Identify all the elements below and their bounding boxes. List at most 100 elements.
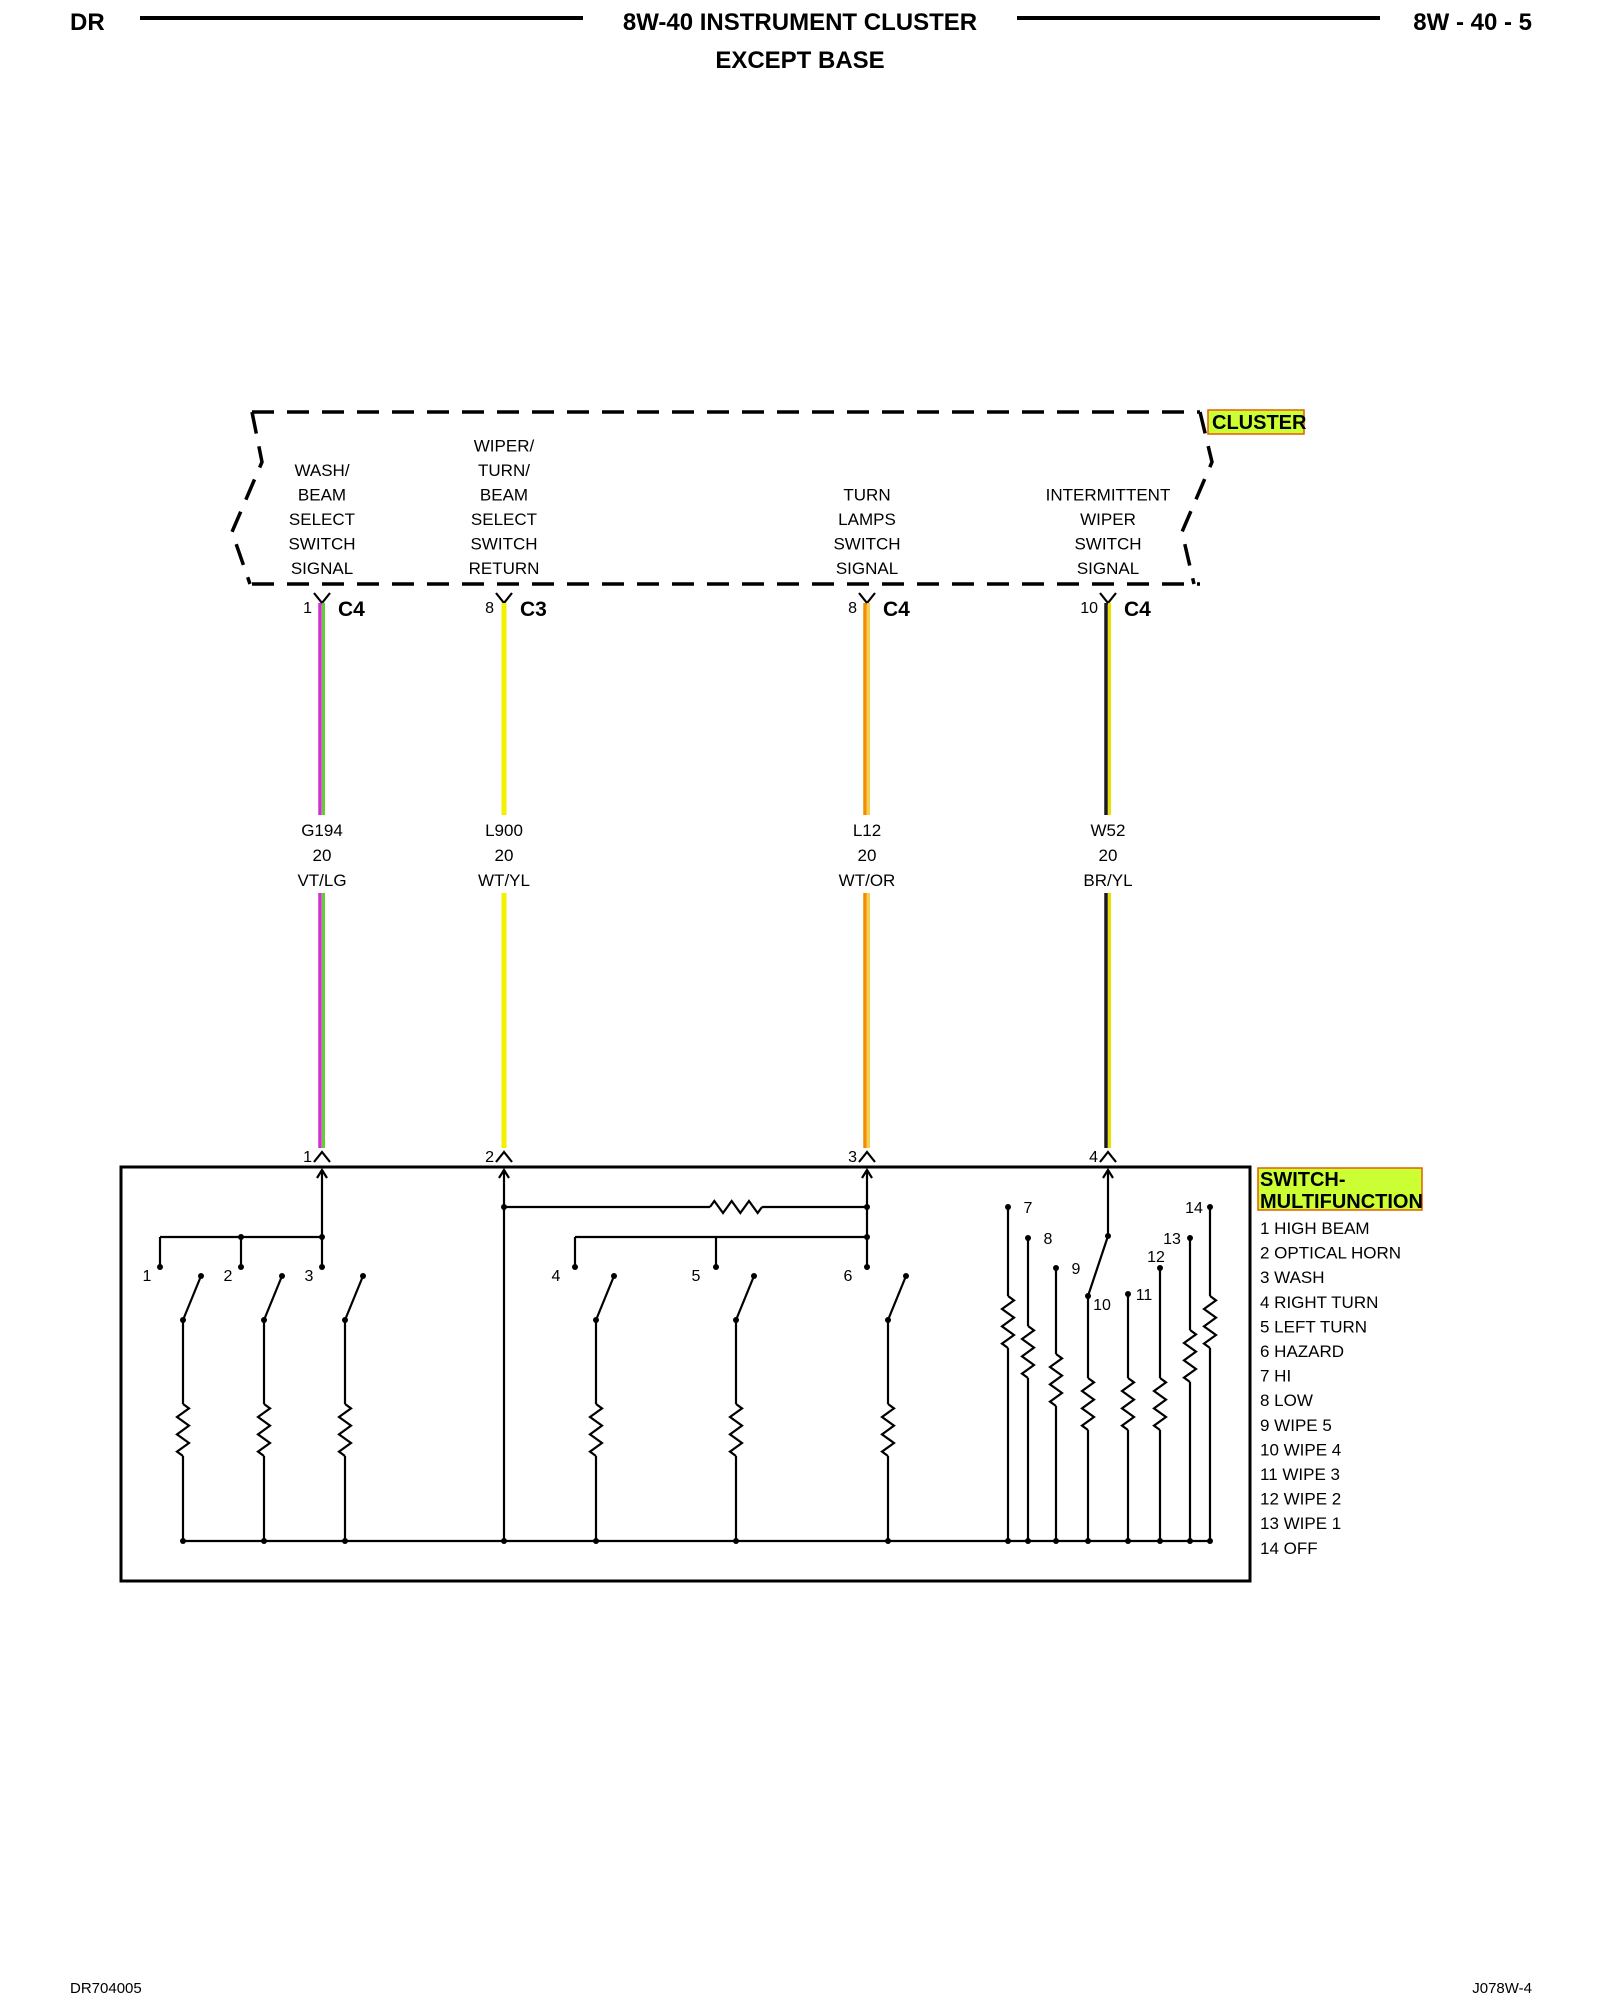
wire-gauge: 20 xyxy=(495,846,514,865)
legend-entry: 7 HI xyxy=(1260,1367,1291,1386)
resistor-symbol xyxy=(1202,1295,1218,1349)
legend-entry: 4 RIGHT TURN xyxy=(1260,1293,1378,1312)
wire-gauge: 20 xyxy=(858,846,877,865)
switch-contact-number: 12 xyxy=(1147,1249,1165,1266)
resistor-symbol xyxy=(337,1403,353,1457)
page-subtitle: EXCEPT BASE xyxy=(715,47,884,74)
cluster-label: CLUSTER xyxy=(1212,412,1307,434)
circuit-description-line: TURN xyxy=(843,486,890,505)
connector-id: C4 xyxy=(1124,598,1151,621)
resistor-symbol xyxy=(1182,1329,1198,1383)
wire-color-code: WT/OR xyxy=(839,871,896,890)
switch-multifunction-box xyxy=(119,1165,1252,1583)
junction-dot xyxy=(611,1273,617,1279)
switch-cavity-number: 4 xyxy=(1089,1149,1098,1166)
connector-symbol xyxy=(495,592,513,605)
resistor-symbol xyxy=(728,1403,744,1457)
circuit-description-line: BEAM xyxy=(298,486,346,505)
switch-contact-number: 2 xyxy=(224,1268,233,1285)
resistor-symbol xyxy=(1000,1295,1016,1349)
wire-color-code: BR/YL xyxy=(1083,871,1132,890)
junction-dot xyxy=(238,1264,244,1270)
circuit-description-line: SIGNAL xyxy=(1077,559,1139,578)
wire-gauge: 20 xyxy=(313,846,332,865)
resistor-symbol xyxy=(256,1403,272,1457)
resistor-symbol xyxy=(709,1199,763,1215)
footer-figure-code: DR704005 xyxy=(70,1980,142,1997)
junction-dot xyxy=(157,1264,163,1270)
switch-contact-number: 14 xyxy=(1185,1200,1203,1217)
footer-drawing-code: J078W-4 xyxy=(1472,1980,1532,1997)
circuit-description-line: RETURN xyxy=(469,559,540,578)
switch-blade xyxy=(262,1275,284,1321)
legend-entry: 3 WASH xyxy=(1260,1268,1325,1287)
connector-id: C3 xyxy=(520,598,547,621)
wiper-selector-blade xyxy=(1086,1235,1110,1297)
circuit-description-line: SWITCH xyxy=(470,535,537,554)
junction-dot xyxy=(903,1273,909,1279)
junction-dot xyxy=(864,1264,870,1270)
junction-dot xyxy=(1105,1233,1111,1239)
resistor-symbol xyxy=(588,1403,604,1457)
page-number: 8W - 40 - 5 xyxy=(1413,9,1532,36)
switch-label-line1: SWITCH- xyxy=(1260,1169,1346,1191)
wire-gauge: 20 xyxy=(1099,846,1118,865)
page-title: 8W-40 INSTRUMENT CLUSTER xyxy=(623,9,977,36)
switch-cavity-number: 1 xyxy=(303,1149,312,1166)
circuit-description-line: INTERMITTENT xyxy=(1046,486,1171,505)
switch-blade xyxy=(343,1275,365,1321)
circuit-description-line: BEAM xyxy=(480,486,528,505)
resistor-symbol xyxy=(1152,1377,1168,1431)
circuit-description-line: SELECT xyxy=(289,510,355,529)
cluster-label-highlight xyxy=(1208,410,1304,434)
legend-entry: 2 OPTICAL HORN xyxy=(1260,1244,1401,1263)
legend-entry: 1 HIGH BEAM xyxy=(1260,1219,1370,1238)
legend-entry: 11 WIPE 3 xyxy=(1260,1465,1340,1484)
switch-label-highlight xyxy=(1258,1168,1422,1210)
resistor-symbol xyxy=(1048,1353,1064,1407)
switch-contact-number: 13 xyxy=(1163,1231,1181,1248)
switch-contact-number: 1 xyxy=(143,1268,152,1285)
switch-connector-symbol xyxy=(495,1150,513,1163)
wire-circuit-id: W52 xyxy=(1091,821,1126,840)
connector-id: C4 xyxy=(338,598,365,621)
junction-dot xyxy=(501,1204,507,1210)
circuit-description-line: SIGNAL xyxy=(291,559,353,578)
connector-symbol xyxy=(313,592,331,605)
junction-dot xyxy=(279,1273,285,1279)
resistor-symbol xyxy=(1080,1377,1096,1431)
cavity-number: 10 xyxy=(1080,600,1098,617)
switch-blade xyxy=(734,1275,756,1321)
wire-color-code: WT/YL xyxy=(478,871,530,890)
circuit-description-line: SWITCH xyxy=(1074,535,1141,554)
circuit-description-line: TURN/ xyxy=(478,461,530,480)
switch-contact-number: 5 xyxy=(692,1268,701,1285)
connector-id: C4 xyxy=(883,598,910,621)
switch-connector-symbol xyxy=(313,1150,331,1163)
circuit-description-line: SWITCH xyxy=(833,535,900,554)
switch-contact-number: 8 xyxy=(1044,1231,1053,1248)
legend-entry: 9 WIPE 5 xyxy=(1260,1416,1332,1435)
switch-label-border xyxy=(1257,1167,1423,1211)
switch-contact-number: 7 xyxy=(1024,1200,1033,1217)
circuit-description-line: SIGNAL xyxy=(836,559,898,578)
connector-symbol xyxy=(858,592,876,605)
circuit-description-line: SELECT xyxy=(471,510,537,529)
legend-entry: 13 WIPE 1 xyxy=(1260,1514,1341,1533)
wire-circuit-id: G194 xyxy=(301,821,343,840)
legend-entry: 5 LEFT TURN xyxy=(1260,1317,1367,1336)
switch-connector-symbol xyxy=(1099,1150,1117,1163)
resistor-symbol xyxy=(1120,1377,1136,1431)
cavity-number: 1 xyxy=(303,600,312,617)
switch-contact-number: 3 xyxy=(305,1268,314,1285)
connector-symbol xyxy=(1099,592,1117,605)
junction-dot xyxy=(751,1273,757,1279)
switch-contact-number: 11 xyxy=(1136,1287,1153,1304)
cluster-outline xyxy=(230,410,1214,586)
